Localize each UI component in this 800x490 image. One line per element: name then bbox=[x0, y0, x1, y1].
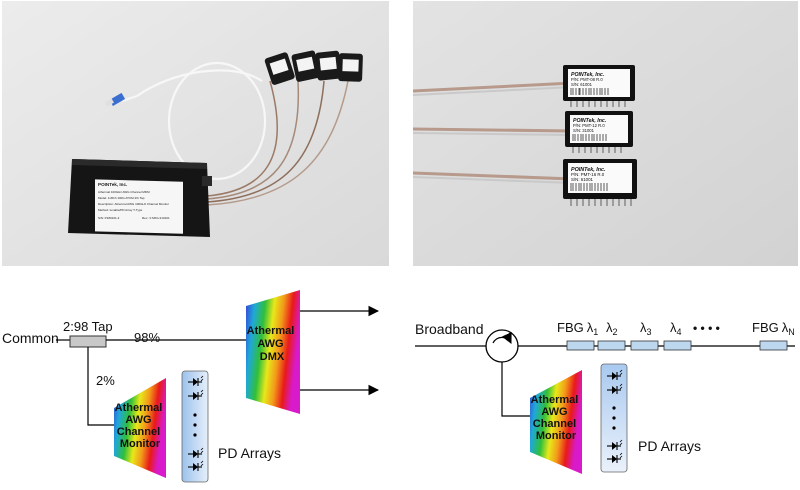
svg-text:Athermal 100GHz AWG Channel MD: Athermal 100GHz AWG Channel MDM bbox=[98, 190, 150, 194]
tap-label: 2:98 Tap bbox=[63, 319, 113, 334]
monitor-label: Athermal AWG Channel Monitor bbox=[115, 402, 166, 450]
diagram-left: Common 2:98 Tap 98% Athermal AWG DMX 2% … bbox=[2, 290, 380, 483]
pd-arrays-label: PD Arrays bbox=[218, 445, 281, 461]
fbg-n bbox=[759, 340, 788, 351]
svg-text:P/N: PMT-16 R.0: P/N: PMT-16 R.0 bbox=[571, 172, 605, 177]
fiber-ribbon-1 bbox=[413, 81, 574, 96]
channel-monitor-module bbox=[68, 159, 212, 237]
fbg-ellipsis: • • • • bbox=[693, 321, 720, 335]
awg-channel-monitor-right bbox=[530, 370, 582, 474]
fbg-2 bbox=[597, 340, 626, 351]
svg-text:Method: tunable/PD Array T-Typ: Method: tunable/PD Array T-Type bbox=[98, 208, 143, 212]
awg-channel-monitor bbox=[114, 378, 166, 478]
pd-arrays-label-right: PD Arrays bbox=[638, 438, 701, 454]
svg-text:S/N: 61001: S/N: 61001 bbox=[571, 177, 594, 182]
svg-text:S/N: 61001: S/N: 61001 bbox=[571, 82, 593, 87]
fbg-label-3: λ3 bbox=[640, 320, 652, 337]
svg-text:POINTek, Inc.: POINTek, Inc. bbox=[571, 167, 606, 173]
svg-text:POINTek, Inc.: POINTek, Inc. bbox=[571, 72, 604, 78]
svg-text:S/N: 31001: S/N: 31001 bbox=[573, 128, 595, 133]
svg-text:S/N: P180101-3: S/N: P180101-3 bbox=[98, 216, 120, 220]
svg-text:POINTek, Inc.: POINTek, Inc. bbox=[98, 182, 127, 187]
circulator bbox=[485, 329, 519, 363]
svg-text:POINTek, Inc.: POINTek, Inc. bbox=[573, 118, 606, 124]
module-label-text: POINTek, Inc. Athermal 100GHz AWG Channe… bbox=[98, 182, 170, 220]
fbg-label-4: λ4 bbox=[670, 320, 682, 337]
pd-package-3 bbox=[563, 159, 637, 206]
fiber-ribbon-3 bbox=[413, 171, 574, 184]
through-percent: 98% bbox=[134, 330, 160, 345]
common-label: Common bbox=[2, 330, 59, 346]
fbg-3 bbox=[630, 340, 659, 351]
mini-pd-packages bbox=[264, 50, 363, 85]
fbg-1 bbox=[566, 340, 595, 351]
fbg-4 bbox=[663, 340, 692, 351]
svg-text:P/N: PMT-08 R.0: P/N: PMT-08 R.0 bbox=[571, 77, 603, 82]
pd-label-2: POINTek, Inc. P/N: PMT-12 R.0 S/N: 31001 bbox=[573, 118, 606, 133]
tap-coupler bbox=[69, 335, 107, 348]
svg-text:Model: 1x8Ch 100G ATCM 2% Tap: Model: 1x8Ch 100G ATCM 2% Tap bbox=[98, 196, 145, 200]
photo-pd-arrays: POINTek, Inc. P/N: PMT-08 R.0 S/N: 61001… bbox=[413, 1, 798, 266]
tap-percent: 2% bbox=[96, 373, 115, 388]
fiber-ribbon-2 bbox=[413, 127, 574, 136]
svg-text:Rev.: 0 MFG:210101: Rev.: 0 MFG:210101 bbox=[142, 216, 170, 220]
photo-channel-monitor-module: POINTek, Inc. Athermal 100GHz AWG Channe… bbox=[2, 1, 389, 266]
fbg-label-2: λ2 bbox=[606, 320, 618, 337]
pd-label-3: POINTek, Inc. P/N: PMT-16 R.0 S/N: 61001 bbox=[571, 167, 606, 182]
pd-package-1 bbox=[563, 65, 635, 107]
circulator-arrow-icon bbox=[492, 331, 512, 344]
broadband-label: Broadband bbox=[415, 321, 484, 337]
awg-dmx bbox=[246, 290, 300, 414]
svg-text:Description: Athermal AWG 100G: Description: Athermal AWG 100GHz Channel… bbox=[98, 202, 169, 206]
svg-text:P/N: PMT-12 R.0: P/N: PMT-12 R.0 bbox=[573, 123, 605, 128]
lc-connector-icon bbox=[104, 92, 126, 107]
pd-label-1: POINTek, Inc. P/N: PMT-08 R.0 S/N: 61001 bbox=[571, 72, 604, 87]
monitor-label-right: Athermal AWG Channel Monitor bbox=[531, 394, 582, 442]
pd-package-2 bbox=[565, 111, 633, 153]
dmx-label: Athermal AWG DMX bbox=[247, 325, 298, 363]
